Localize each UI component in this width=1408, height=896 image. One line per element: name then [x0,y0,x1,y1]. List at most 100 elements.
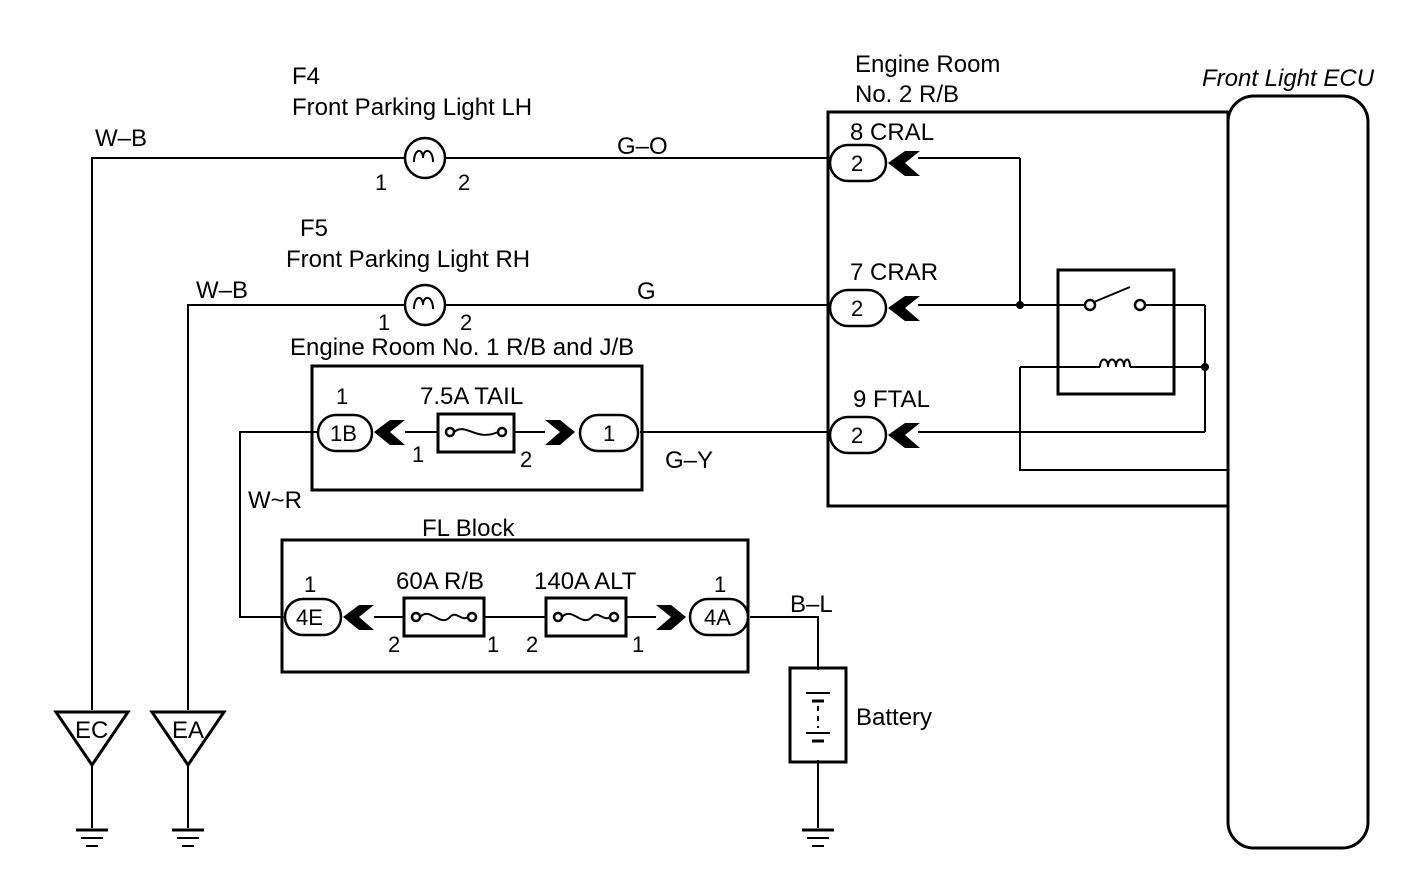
f5-pin2: 2 [460,310,472,335]
connector-ftal [828,415,888,455]
bulb-icon [403,283,447,327]
rb-no2-box [826,110,1230,508]
wire-label-g: G [637,278,656,305]
f4-code: F4 [292,63,320,90]
fuse-icon [444,426,456,438]
fuse-140a-pin-right: 1 [632,632,644,657]
connector-arrow-icon [888,151,920,176]
relay-contact-icon [1133,298,1147,312]
fuse-icon [419,612,469,622]
fuse-icon [496,426,508,438]
rb-no1-box [310,364,644,492]
connector-4e-id: 4E [296,605,323,630]
terminal-crar-label: 7 CRAR [850,259,938,286]
wire-label-wr: W~R [248,487,302,514]
fuse-icon [466,611,478,623]
relay-coil-icon [1099,358,1131,368]
ecu-box [1226,94,1370,850]
fl-block-title: FL Block [422,515,515,542]
connector-arrow-icon [656,605,686,630]
engine-room-no2-rb: Engine Room No. 2 R/B 8 CRAL 2 7 CRAR 2 … [826,51,1230,508]
rb-no1-title: Engine Room No. 1 R/B and J/B [290,334,634,361]
connector-1 [578,413,640,453]
connector-cral [828,143,888,183]
relay-switch-icon [1093,286,1131,303]
ground-point-icon [149,710,227,768]
connector-4e-pin: 1 [304,572,316,597]
ground-ea-label: EA [172,717,204,744]
wire-wr [239,431,318,618]
ground-ec-label: EC [75,717,108,744]
f5-code: F5 [300,215,328,242]
fuse-icon [552,611,564,623]
connector-1b-id: 1B [330,421,357,446]
connector-arrow-icon [888,423,920,448]
terminal-cral-label: 8 CRAL [850,119,934,146]
f4-pin2: 2 [458,170,470,195]
fuse-140a-label: 140A ALT [534,568,637,595]
front-parking-light-rh: F5 Front Parking Light RH 1 2 [286,215,530,335]
wire-wb-f4 [91,157,405,710]
fuse-tail-pin-left: 1 [412,442,424,467]
ground-battery [802,828,834,847]
filament-icon [413,150,434,163]
wire-label-go: G–O [617,133,668,160]
fuse-icon [561,612,611,622]
connector-cral-pin: 2 [851,151,863,176]
fuse-tail-pin-right: 2 [520,447,532,472]
rb-no2-title-line2: No. 2 R/B [855,81,959,108]
connector-crar [828,288,888,328]
wire-wb-f5 [187,304,405,710]
fl-block: FL Block 1 4E 60A R/B 2 1 140A ALT 2 1 1… [280,515,750,674]
connector-crar-pin: 2 [851,296,863,321]
ground-ec: EC [53,710,131,847]
fuse-60a-label: 60A R/B [396,568,484,595]
connector-arrow-icon [343,605,374,630]
fuse-icon [453,428,499,436]
relay-box [1056,268,1176,396]
engine-room-no1-rb-jb: Engine Room No. 1 R/B and J/B 1 1B 7.5A … [290,334,644,492]
connector-arrow-icon [888,296,920,321]
connector-4e [283,597,343,637]
junction-dot [1016,301,1024,309]
wire-coil-to-ecu [1019,367,1228,471]
f5-pin1: 1 [378,310,390,335]
connector-4a-id: 4A [704,605,731,630]
front-light-ecu: Front Light ECU [1202,65,1375,850]
f5-name: Front Parking Light RH [286,246,530,273]
connector-4a-pin: 1 [714,572,726,597]
fuse-icon [608,611,620,623]
rb-no2-title-line1: Engine Room [855,51,1000,78]
wire-bl [750,616,819,670]
front-parking-light-lh: F4 Front Parking Light LH 1 2 [292,63,532,195]
wire-label-wb-top: W–B [95,125,147,152]
wire-label-bl: B–L [790,591,833,618]
battery-label: Battery [856,704,932,731]
fuse-60a-pin-left: 2 [388,632,400,657]
junction-dot [1201,363,1209,371]
fl-block-box [280,538,750,674]
connector-4a [688,597,750,637]
fuse-60a-pin-right: 1 [487,632,499,657]
bulb-icon [403,136,447,180]
f4-name: Front Parking Light LH [292,94,532,121]
ground-point-icon [53,710,131,768]
battery-box [788,666,848,764]
battery: Battery [788,666,932,764]
wire-label-gy: G–Y [665,447,713,474]
relay-contact-icon [1083,298,1097,312]
terminal-ftal-label: 9 FTAL [853,386,930,413]
ground-ea: EA [149,710,227,847]
fuse-140a-pin-left: 2 [526,632,538,657]
connector-1b [316,413,374,453]
connector-ftal-pin: 2 [851,423,863,448]
fuse-tail-label: 7.5A TAIL [420,383,523,410]
filament-icon [413,297,434,310]
connector-arrow-icon [545,420,575,445]
fuse-icon [410,611,422,623]
connector-arrow-icon [374,420,405,445]
ecu-title: Front Light ECU [1202,65,1375,92]
connector-1b-pin: 1 [336,384,348,409]
connector-1-id: 1 [603,421,615,446]
